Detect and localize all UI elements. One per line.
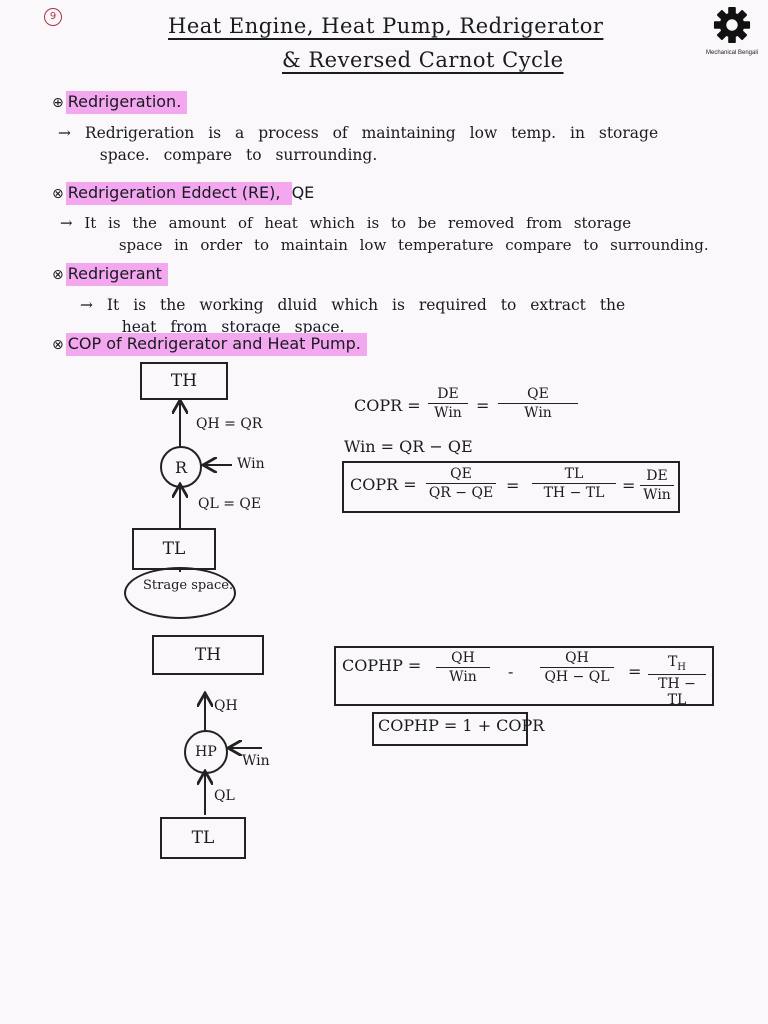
cold-reservoir-box: TL bbox=[132, 528, 216, 570]
channel-logo: Mechanical Bengali bbox=[700, 6, 764, 56]
section-text-refrigeration-effect: → It is the amount of heat which is to b… bbox=[60, 214, 709, 254]
storage-space-oval bbox=[124, 567, 236, 619]
section-heading-cop: ⊗COP of Redrigerator and Heat Pump. bbox=[52, 333, 367, 356]
equals-sign: = bbox=[506, 476, 520, 495]
cop-relation: COPHP = 1 + COPR bbox=[378, 716, 545, 735]
cop-hp-lhs: COPHP = bbox=[342, 656, 422, 675]
cop-relation-box bbox=[372, 712, 528, 746]
hp-hot-reservoir-box: TH bbox=[152, 635, 264, 675]
dash-sign: - bbox=[508, 662, 514, 681]
page-subtitle: & Reversed Carnot Cycle bbox=[282, 48, 564, 72]
storage-space-label: Strage space. bbox=[143, 578, 234, 593]
th-numerator: TH bbox=[648, 654, 706, 675]
section-text-refrigeration: → Redrigeration is a process of maintain… bbox=[58, 124, 659, 164]
work-label: Win bbox=[237, 456, 265, 472]
equals-sign: = bbox=[622, 476, 636, 495]
bullet-icon: ⊗ bbox=[52, 337, 64, 353]
win-equation: Win = QR − QE bbox=[344, 437, 473, 456]
bullet-icon: ⊗ bbox=[52, 186, 64, 202]
hot-reservoir-box: TH bbox=[140, 362, 228, 400]
logo-label: Mechanical Bengali bbox=[705, 50, 759, 56]
section-heading-refrigeration-effect: ⊗Redrigeration Eddect (RE), QE bbox=[52, 182, 314, 205]
equals-sign: = bbox=[476, 396, 490, 415]
section-heading-refrigerant: ⊗Redrigerant bbox=[52, 263, 168, 286]
bullet-icon: ⊕ bbox=[52, 95, 64, 111]
page-number: 9 bbox=[44, 8, 62, 26]
hp-heat-in-label: QL bbox=[214, 788, 235, 804]
equals-sign: = bbox=[628, 662, 642, 681]
heat-in-label: QL = QE bbox=[198, 496, 262, 512]
hp-cold-reservoir-box: TL bbox=[160, 817, 246, 859]
cop-r-box bbox=[342, 461, 680, 513]
bullet-icon: ⊗ bbox=[52, 267, 64, 283]
cop-r-lhs: COPR = bbox=[354, 396, 421, 415]
section-text-refrigerant: → It is the working dluid which is requi… bbox=[80, 296, 626, 336]
section-heading-refrigeration: ⊕Redrigeration. bbox=[52, 91, 188, 114]
refrigerator-circle: R bbox=[160, 446, 202, 488]
heat-out-label: QH = QR bbox=[196, 416, 263, 432]
gear-icon bbox=[713, 6, 751, 44]
page-title: Heat Engine, Heat Pump, Redrigerator bbox=[168, 14, 604, 38]
hp-heat-out-label: QH bbox=[214, 698, 238, 714]
cop-hp-box bbox=[334, 646, 714, 706]
cop-r-lhs-boxed: COPR = bbox=[350, 475, 417, 494]
hp-work-label: Win bbox=[242, 753, 270, 769]
heat-pump-circle: HP bbox=[184, 730, 228, 774]
